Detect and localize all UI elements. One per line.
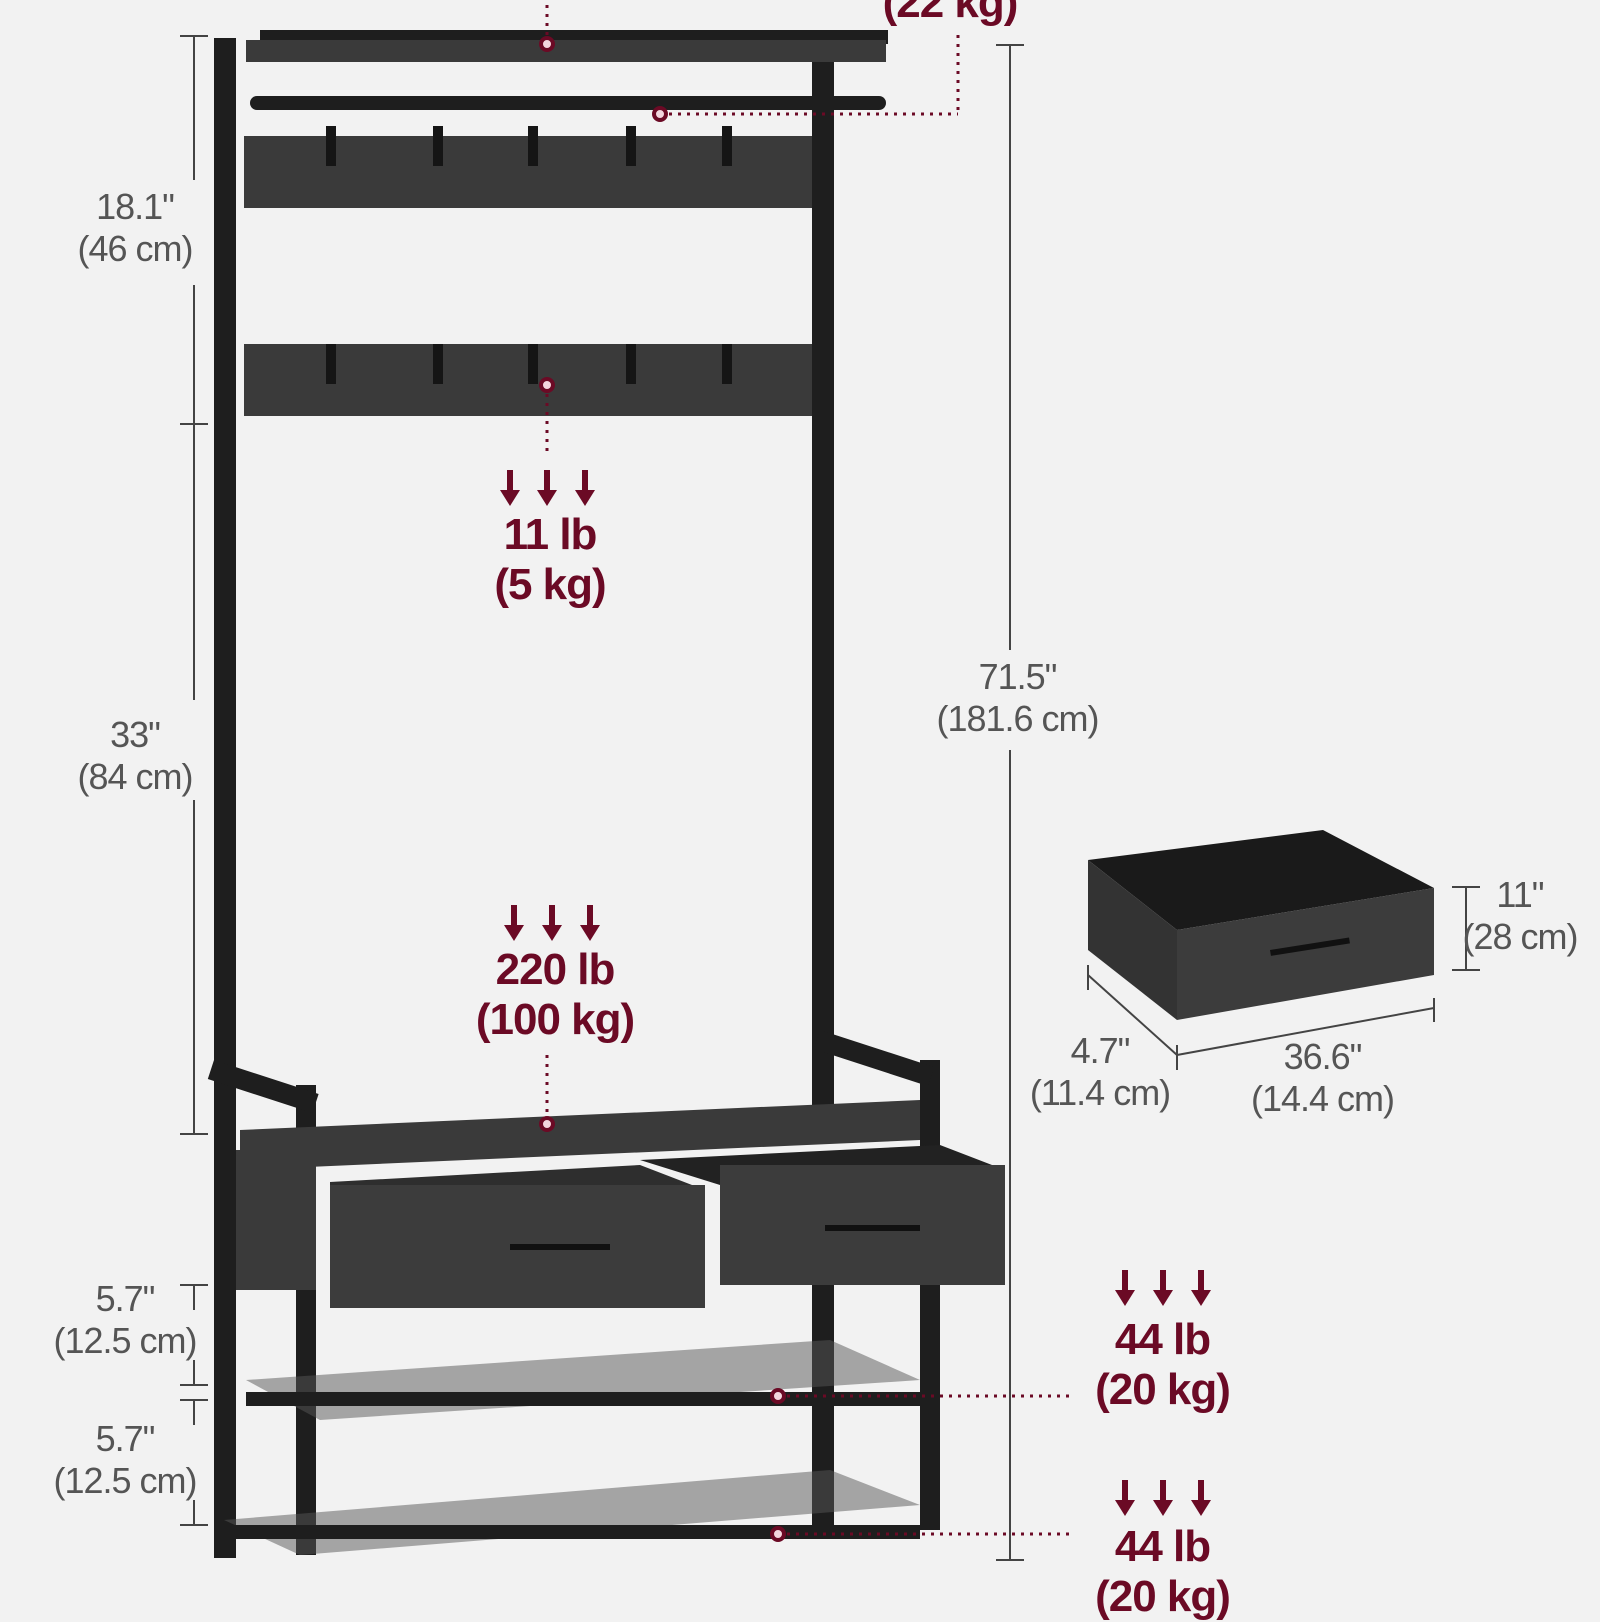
hooks — [326, 126, 732, 384]
hook-section-dimension: 18.1" (46 cm) — [50, 186, 220, 270]
lower-shelf-load-lb: 44 lb — [1114, 1522, 1211, 1571]
lower-shelf-load: 44 lb (20 kg) — [1070, 1522, 1255, 1622]
upper-shelf-load-kg: (20 kg) — [1095, 1365, 1231, 1414]
shelf-gap-1-dimension: 5.7" (12.5 cm) — [35, 1278, 215, 1362]
lower-shelf-load-kg: (20 kg) — [1095, 1572, 1231, 1621]
shelf-gap-2-dimension: 5.7" (12.5 cm) — [35, 1418, 215, 1502]
dimension-lines — [180, 35, 1480, 1561]
drawer-height-dimension: 11" (28 cm) — [1440, 874, 1600, 958]
hooks-load: 11 lb (5 kg) — [460, 510, 640, 610]
total-height-dimension: 71.5" (181.6 cm) — [920, 656, 1115, 740]
drawers — [330, 830, 1434, 1308]
dimension-cm: (28 cm) — [1462, 916, 1578, 957]
top-rail-load-kg: (22 kg) — [882, 0, 1019, 27]
dimension-cm: (84 cm) — [77, 756, 193, 797]
callout-lines — [545, 5, 1075, 1536]
upper-shelf-load: 44 lb (20 kg) — [1070, 1315, 1255, 1415]
dimension-inches: 5.7" — [95, 1278, 156, 1319]
dimension-cm: (11.4 cm) — [1029, 1072, 1171, 1113]
upper-shelf-load-lb: 44 lb — [1114, 1315, 1211, 1364]
dimension-inches: 11" — [1496, 874, 1544, 915]
frame — [207, 30, 940, 1558]
drawer-depth-dimension: 4.7" (11.4 cm) — [1015, 1030, 1185, 1114]
middle-section-dimension: 33" (84 cm) — [50, 714, 220, 798]
dimension-inches: 36.6" — [1283, 1036, 1363, 1077]
dimension-inches: 33" — [110, 714, 161, 755]
shelves — [224, 1340, 920, 1555]
bench-load-lb: 220 lb — [495, 945, 616, 994]
hooks-load-kg: (5 kg) — [494, 560, 606, 609]
bench-load-kg: (100 kg) — [475, 995, 635, 1044]
dimension-cm: (14.4 cm) — [1250, 1078, 1395, 1119]
dimension-inches: 5.7" — [95, 1418, 156, 1459]
dimension-inches: 4.7" — [1070, 1030, 1131, 1071]
drawer-width-dimension: 36.6" (14.4 cm) — [1235, 1036, 1410, 1120]
dimension-cm: (12.5 cm) — [53, 1320, 197, 1361]
dimension-inches: 71.5" — [978, 656, 1058, 697]
hooks-load-lb: 11 lb — [503, 510, 598, 559]
callout-dots — [539, 36, 786, 1542]
dimension-cm: (181.6 cm) — [936, 698, 1099, 739]
load-arrows — [500, 470, 1211, 1516]
bench-load: 220 lb (100 kg) — [450, 945, 660, 1045]
dimension-cm: (46 cm) — [77, 228, 193, 269]
dimension-inches: 18.1" — [96, 186, 175, 227]
dimension-cm: (12.5 cm) — [53, 1460, 197, 1501]
